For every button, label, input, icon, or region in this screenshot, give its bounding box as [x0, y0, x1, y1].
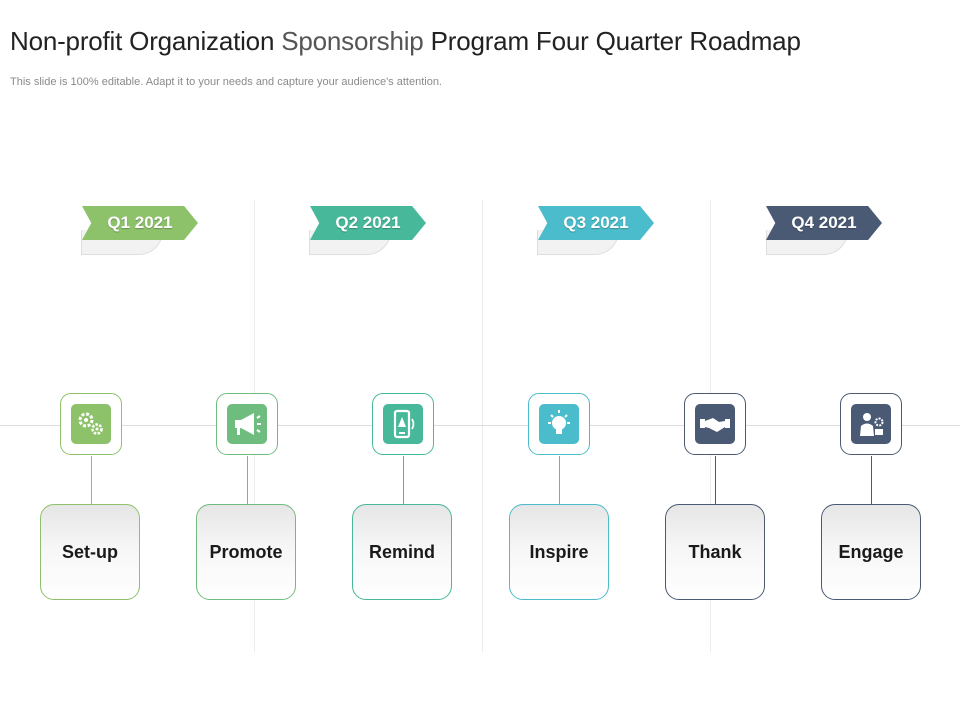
quarter-divider — [482, 200, 483, 652]
step-label-setup: Set-up — [40, 504, 140, 600]
step-icon-box — [528, 393, 590, 455]
step-icon-box — [60, 393, 122, 455]
step-icon-box — [840, 393, 902, 455]
quarter-tag-q1: Q1 2021 — [82, 206, 198, 240]
connector-line — [559, 456, 560, 504]
title-highlight: Sponsorship — [281, 26, 424, 56]
gears-icon — [71, 404, 111, 444]
title-part-1: Non-profit Organization — [10, 26, 282, 56]
connector-line — [871, 456, 872, 504]
step-icon-box — [216, 393, 278, 455]
quarter-tag-q4: Q4 2021 — [766, 206, 882, 240]
connector-line — [247, 456, 248, 504]
step-label-thank: Thank — [665, 504, 765, 600]
slide-title: Non-profit Organization Sponsorship Prog… — [10, 26, 801, 57]
step-label-engage: Engage — [821, 504, 921, 600]
handshake-icon — [695, 404, 735, 444]
quarter-tag-q2: Q2 2021 — [310, 206, 426, 240]
timeline-axis — [0, 425, 960, 426]
step-icon-box — [684, 393, 746, 455]
connector-line — [715, 456, 716, 504]
phone-alert-icon — [383, 404, 423, 444]
step-label-promote: Promote — [196, 504, 296, 600]
step-icon-box — [372, 393, 434, 455]
volunteer-icon — [851, 404, 891, 444]
step-label-inspire: Inspire — [509, 504, 609, 600]
megaphone-icon — [227, 404, 267, 444]
slide-subtitle: This slide is 100% editable. Adapt it to… — [10, 76, 442, 88]
connector-line — [403, 456, 404, 504]
step-label-remind: Remind — [352, 504, 452, 600]
title-part-2: Program Four Quarter Roadmap — [423, 26, 801, 56]
lightbulb-icon — [539, 404, 579, 444]
quarter-tag-q3: Q3 2021 — [538, 206, 654, 240]
connector-line — [91, 456, 92, 504]
